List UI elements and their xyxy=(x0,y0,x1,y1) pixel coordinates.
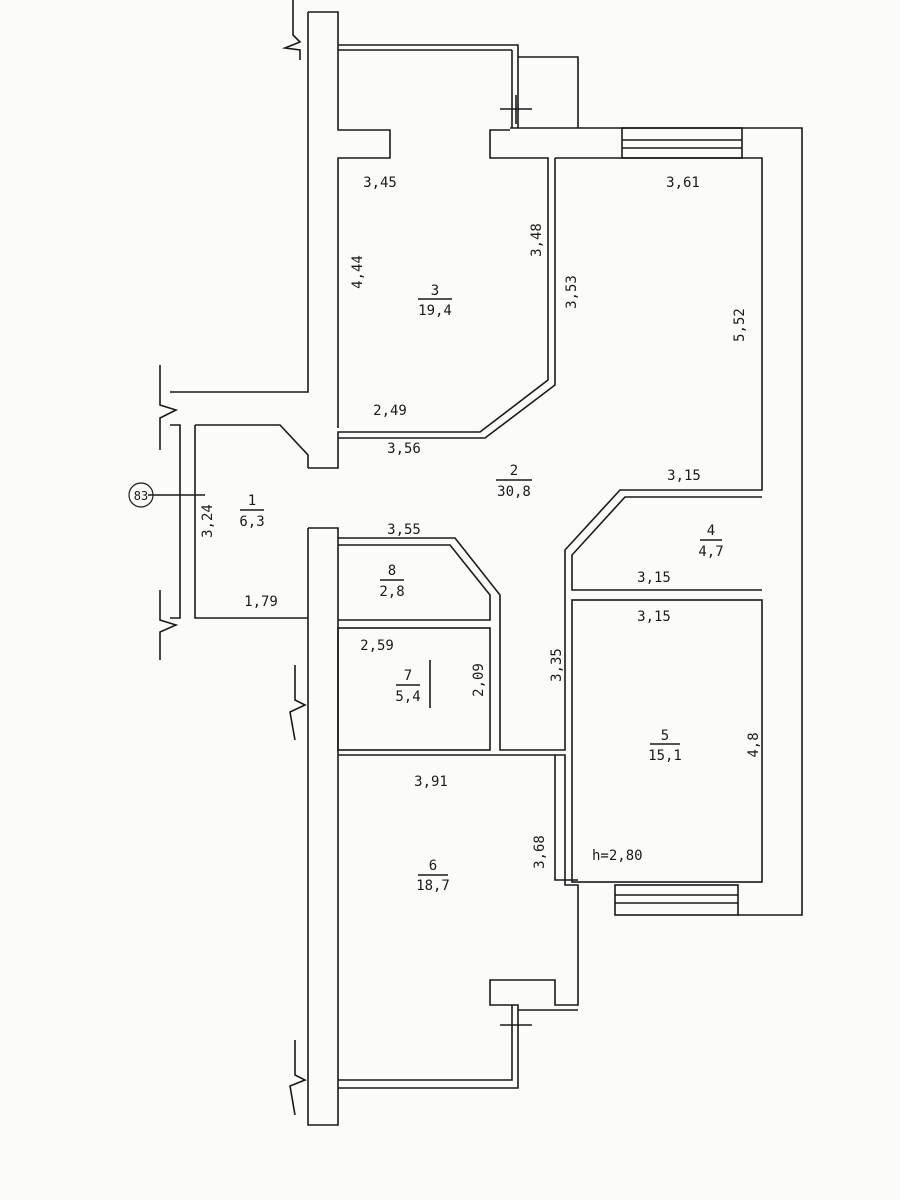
axis-marker: 83 xyxy=(128,482,154,508)
svg-text:3,68: 3,68 xyxy=(532,835,548,869)
room-1-label: 16,3 xyxy=(239,493,264,530)
svg-text:6: 6 xyxy=(429,858,437,874)
svg-text:3,91: 3,91 xyxy=(414,774,448,790)
svg-text:30,8: 30,8 xyxy=(497,484,531,500)
svg-text:3,24: 3,24 xyxy=(200,504,216,538)
room-4-label: 44,7 xyxy=(698,523,723,560)
axis-marker-label: 83 xyxy=(134,489,148,503)
svg-text:1,79: 1,79 xyxy=(244,594,278,610)
svg-text:6,3: 6,3 xyxy=(239,514,264,530)
room-2-label: 230,8 xyxy=(496,463,532,500)
room-labels: 16,3 230,8 319,4 44,7 515,1 618,7 75,4 8… xyxy=(239,283,723,894)
room-7-label: 75,4 xyxy=(395,668,420,705)
svg-text:3,55: 3,55 xyxy=(387,522,421,538)
svg-text:19,4: 19,4 xyxy=(418,303,452,319)
svg-text:15,1: 15,1 xyxy=(648,748,682,764)
svg-text:2: 2 xyxy=(510,463,518,479)
svg-text:4,7: 4,7 xyxy=(698,544,723,560)
svg-text:2,59: 2,59 xyxy=(360,638,394,654)
svg-text:3: 3 xyxy=(431,283,439,299)
svg-text:2,49: 2,49 xyxy=(373,403,407,419)
svg-text:5,4: 5,4 xyxy=(395,689,420,705)
svg-text:2,09: 2,09 xyxy=(471,663,487,697)
svg-text:4,44: 4,44 xyxy=(350,255,366,289)
walls xyxy=(148,0,803,1126)
svg-text:3,45: 3,45 xyxy=(363,175,397,191)
svg-text:4: 4 xyxy=(707,523,715,539)
svg-text:1: 1 xyxy=(248,493,256,509)
ceiling-height: h=2,80 xyxy=(592,848,643,864)
dimension-labels: 3,45 4,44 3,48 2,49 3,61 3,53 5,52 3,56 … xyxy=(200,175,762,869)
svg-text:4,8: 4,8 xyxy=(746,732,762,757)
svg-text:8: 8 xyxy=(388,563,396,579)
svg-text:3,61: 3,61 xyxy=(666,175,700,191)
room-5-label: 515,1 xyxy=(648,728,682,764)
svg-text:3,53: 3,53 xyxy=(564,275,580,309)
svg-text:3,35: 3,35 xyxy=(549,648,565,682)
svg-text:3,15: 3,15 xyxy=(637,570,671,586)
svg-text:7: 7 xyxy=(404,668,412,684)
svg-text:5: 5 xyxy=(661,728,669,744)
svg-text:3,15: 3,15 xyxy=(667,468,701,484)
svg-text:5,52: 5,52 xyxy=(732,308,748,342)
svg-text:3,48: 3,48 xyxy=(529,223,545,257)
room-3-label: 319,4 xyxy=(418,283,452,319)
room-6-label: 618,7 xyxy=(416,858,450,894)
svg-text:3,56: 3,56 xyxy=(387,441,421,457)
room-8-label: 82,8 xyxy=(379,563,404,600)
svg-text:18,7: 18,7 xyxy=(416,878,450,894)
svg-text:2,8: 2,8 xyxy=(379,584,404,600)
svg-text:3,15: 3,15 xyxy=(637,609,671,625)
